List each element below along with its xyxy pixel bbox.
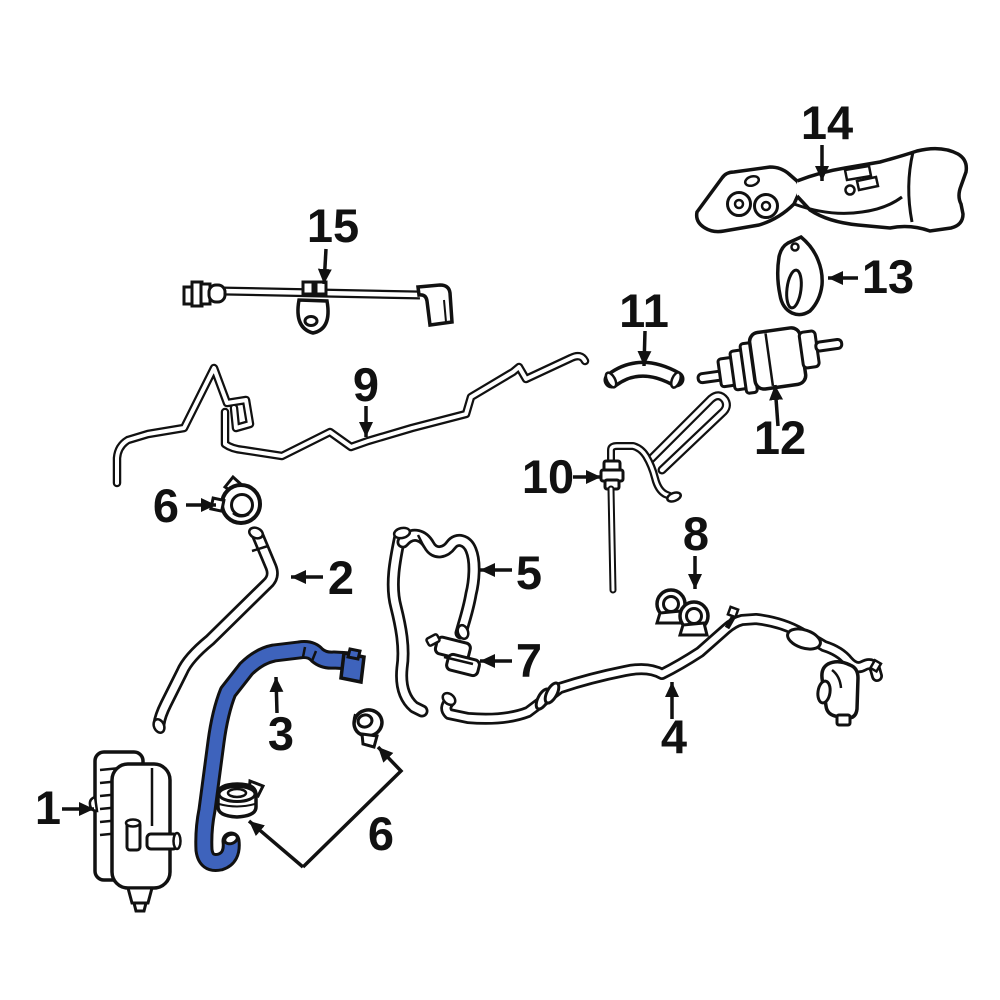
part-1-pump-drawing <box>88 750 182 913</box>
part-7-clip-drawing <box>425 633 481 678</box>
leader-arrow-6-lower-grommet <box>247 819 305 869</box>
part-11-hose-drawing <box>603 360 685 389</box>
callout-7[interactable]: 7 <box>516 634 542 687</box>
callout-leader-arrows <box>62 145 858 869</box>
callout-2[interactable]: 2 <box>328 551 354 604</box>
callout-labels: 1 2 3 4 5 6 6 7 8 9 10 11 12 13 14 15 <box>35 96 914 860</box>
callout-15[interactable]: 15 <box>307 199 359 252</box>
part-14-bracket-drawing <box>694 146 969 234</box>
callout-1[interactable]: 1 <box>35 781 61 834</box>
callout-6-top[interactable]: 6 <box>153 479 179 532</box>
leader-arrow-11 <box>637 330 652 367</box>
callout-12[interactable]: 12 <box>754 411 806 464</box>
callout-3[interactable]: 3 <box>268 707 294 760</box>
part-15-wire-harness-drawing <box>182 280 454 335</box>
leader-arrow-6-upper-grommet <box>301 745 404 869</box>
part-10-sensor-drawing <box>599 391 731 594</box>
callout-10[interactable]: 10 <box>522 450 574 503</box>
leader-arrow-12 <box>769 384 784 427</box>
part-8-clamp-drawing <box>654 588 710 637</box>
callout-9[interactable]: 9 <box>353 358 379 411</box>
part-4-hose-drawing <box>440 605 883 727</box>
callout-5[interactable]: 5 <box>516 546 542 599</box>
part-3-hose-highlighted-drawing <box>194 640 366 872</box>
part-6-grommet-lower-drawing <box>216 778 266 819</box>
callout-8[interactable]: 8 <box>683 507 709 560</box>
leader-arrow-3 <box>269 676 284 714</box>
callout-4[interactable]: 4 <box>661 710 687 763</box>
part-6-clamp-top-drawing <box>209 474 262 525</box>
leader-arrow-15 <box>317 248 332 285</box>
part-9-pipe-drawing <box>112 351 590 488</box>
part-6-grommet-upper-drawing <box>352 708 384 749</box>
part-13-bracket-drawing <box>775 234 824 317</box>
callout-6-bottom[interactable]: 6 <box>368 807 394 860</box>
callout-14[interactable]: 14 <box>801 96 853 149</box>
part-5-hose-drawing <box>386 526 481 718</box>
callout-11[interactable]: 11 <box>619 284 669 337</box>
callout-13[interactable]: 13 <box>862 250 914 303</box>
part-12-pump-drawing <box>696 326 844 395</box>
part-2-hose-drawing <box>152 526 279 734</box>
